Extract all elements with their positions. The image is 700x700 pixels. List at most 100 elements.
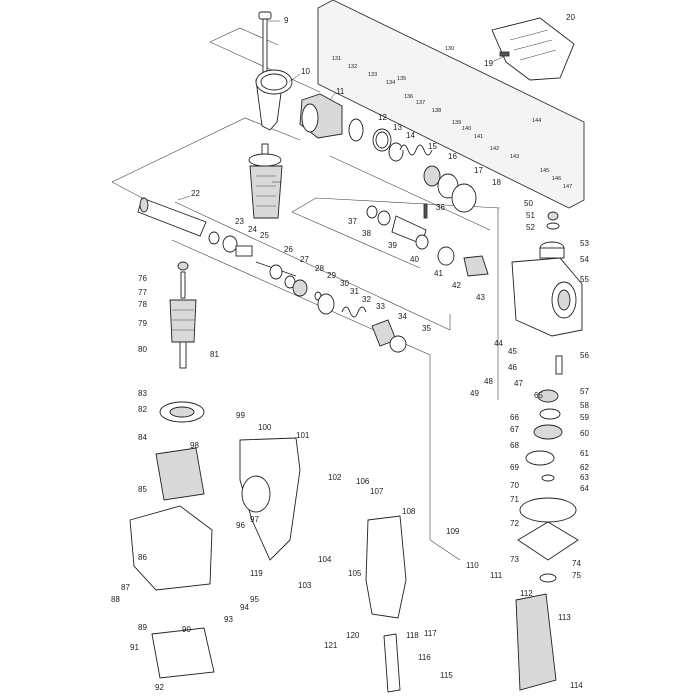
part-number-135: 135 (397, 76, 406, 82)
part-number-77: 77 (138, 288, 147, 297)
part-number-120: 120 (346, 631, 360, 640)
part-number-109: 109 (446, 527, 460, 536)
part-116-lever (383, 633, 401, 693)
part-number-117: 117 (424, 629, 437, 638)
part-10-side-grip-clamp (255, 69, 293, 131)
part-number-138: 138 (432, 108, 441, 114)
part-number-72: 72 (510, 519, 519, 528)
leader-lines (177, 20, 506, 201)
part-number-16: 16 (448, 152, 457, 161)
part-number-108: 108 (402, 507, 416, 516)
part-number-147: 147 (563, 184, 572, 190)
part-number-29: 29 (327, 271, 336, 280)
part-number-59: 59 (580, 413, 589, 422)
part-number-45: 45 (508, 347, 517, 356)
part-number-115: 115 (440, 671, 453, 680)
part-number-80: 80 (138, 345, 147, 354)
part-number-106: 106 (356, 477, 370, 486)
part-number-55: 55 (580, 275, 589, 284)
part-number-11: 11 (336, 87, 345, 96)
part-number-39: 39 (388, 241, 397, 250)
part-number-145: 145 (540, 168, 549, 174)
parts-72-75-base-plate (517, 497, 579, 583)
part-number-17: 17 (474, 166, 483, 175)
part-number-139: 139 (452, 120, 461, 126)
part-number-63: 63 (580, 473, 589, 482)
part-number-88: 88 (111, 595, 120, 604)
part-20-cover (491, 17, 575, 81)
part-number-53: 53 (580, 239, 589, 248)
part-number-58: 58 (580, 401, 589, 410)
part-number-64: 64 (580, 484, 589, 493)
part-86-motor-housing (129, 505, 213, 591)
part-number-146: 146 (552, 176, 561, 182)
part-number-62: 62 (580, 463, 589, 472)
part-number-83: 83 (138, 389, 147, 398)
part-number-47: 47 (514, 379, 523, 388)
part-number-25: 25 (260, 231, 269, 240)
part-number-30: 30 (340, 279, 349, 288)
part-number-95: 95 (250, 595, 259, 604)
part-number-51: 51 (526, 211, 535, 220)
part-number-75: 75 (572, 571, 581, 580)
part-number-57: 57 (580, 387, 589, 396)
parts-56-64-clutch-assembly (525, 355, 563, 482)
part-number-144: 144 (532, 118, 541, 124)
part-19-screw (499, 51, 510, 57)
part-number-71: 71 (510, 495, 519, 504)
part-number-105: 105 (348, 569, 362, 578)
part-number-79: 79 (138, 319, 147, 328)
part-8-side-handle (248, 143, 283, 219)
part-number-107: 107 (370, 487, 384, 496)
part-number-68: 68 (510, 441, 519, 450)
part-number-130: 130 (445, 46, 454, 52)
parts-36-42-piston-components (366, 203, 489, 277)
part-number-60: 60 (580, 429, 589, 438)
part-number-23: 23 (235, 217, 244, 226)
part-number-48: 48 (484, 377, 493, 386)
part-number-137: 137 (416, 100, 425, 106)
part-number-131: 131 (332, 56, 341, 62)
part-number-56: 56 (580, 351, 589, 360)
part-number-74: 74 (572, 559, 581, 568)
part-number-22: 22 (191, 189, 200, 198)
part-number-89: 89 (138, 623, 147, 632)
part-number-116: 116 (418, 653, 431, 662)
part-number-113: 113 (558, 613, 571, 622)
part-number-91: 91 (130, 643, 139, 652)
part-number-13: 13 (393, 123, 402, 132)
part-number-85: 85 (138, 485, 147, 494)
part-number-52: 52 (526, 223, 535, 232)
part-number-14: 14 (406, 131, 415, 140)
part-number-84: 84 (138, 433, 147, 442)
part-number-104: 104 (318, 555, 332, 564)
part-number-99: 99 (236, 411, 245, 420)
part-101-handle-housing (239, 437, 301, 561)
part-number-73: 73 (510, 555, 519, 564)
part-number-67: 67 (510, 425, 519, 434)
part-number-69: 69 (510, 463, 519, 472)
part-number-140: 140 (462, 126, 471, 132)
part-number-134: 134 (386, 80, 395, 86)
part-number-26: 26 (284, 245, 293, 254)
part-80-armature (169, 261, 197, 369)
part-number-38: 38 (362, 229, 371, 238)
part-number-102: 102 (328, 473, 342, 482)
part-number-34: 34 (398, 312, 407, 321)
part-number-118: 118 (406, 631, 419, 640)
part-number-27: 27 (300, 255, 309, 264)
part-number-92: 92 (155, 683, 164, 692)
part-number-101: 101 (296, 431, 310, 440)
part-number-20: 20 (566, 13, 575, 22)
part-9-bolt (258, 11, 272, 85)
part-number-35: 35 (422, 324, 431, 333)
parts-50-54-top-assembly (539, 211, 565, 259)
part-number-10: 10 (301, 67, 310, 76)
part-number-112: 112 (520, 589, 533, 598)
part-number-31: 31 (350, 287, 359, 296)
part-number-142: 142 (490, 146, 499, 152)
part-number-32: 32 (362, 295, 371, 304)
part-number-81: 81 (210, 350, 219, 359)
